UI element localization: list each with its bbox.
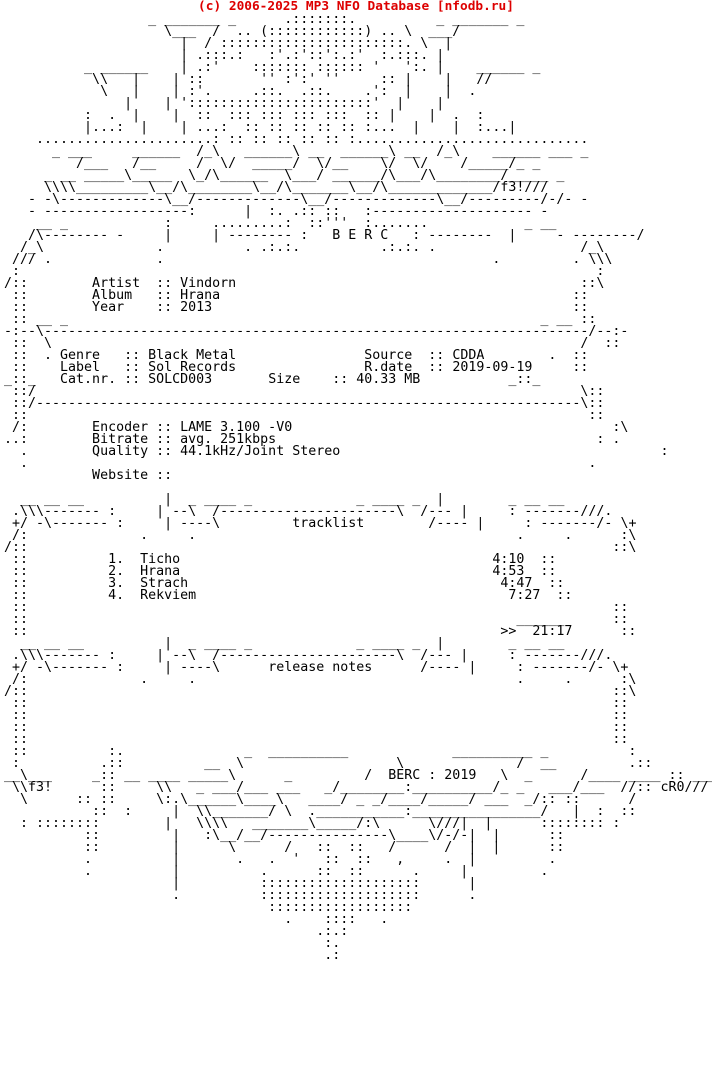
year-value: 2013 (180, 300, 213, 315)
site-header: (c) 2006-2025 MP3 NFO Database [nfodb.ru… (198, 0, 514, 14)
total-time: 21:17 (532, 624, 573, 639)
group-name: B E R C (332, 228, 389, 243)
track-title: Ticho (140, 552, 181, 567)
release-notes-title: release notes (268, 660, 373, 675)
release-date-value: 2019-09-19 (452, 360, 533, 375)
track-length: 4:10 (492, 552, 525, 567)
quality-value: 44.1kHz/Joint Stereo (180, 444, 341, 459)
tracklist-title: tracklist (292, 516, 365, 531)
size-value: 40.33 MB (356, 372, 421, 387)
nfo-ascii-art: _ _______ _ .:::::::. _ _______ _ \___ /… (4, 12, 712, 963)
catalog-number-value: SOLCD003 (148, 372, 213, 387)
genre-value: Black Metal (148, 348, 237, 363)
track-title: Rekviem (140, 588, 197, 603)
artist-value: Vindorn (180, 276, 237, 291)
track-title: Hrana (140, 564, 181, 579)
track-length: 4:47 (500, 576, 533, 591)
track-title: Strach (140, 576, 189, 591)
footer-text: BERC : 2019 (388, 768, 477, 783)
track-length: 7:27 (508, 588, 541, 603)
track-length: 4:53 (492, 564, 525, 579)
label-value: Sol Records (148, 360, 237, 375)
source-value: CDDA (452, 348, 485, 363)
encoder-value: LAME 3.100 -V0 (180, 420, 293, 435)
bitrate-value: avg. 251kbps (180, 432, 277, 447)
album-value: Hrana (180, 288, 221, 303)
